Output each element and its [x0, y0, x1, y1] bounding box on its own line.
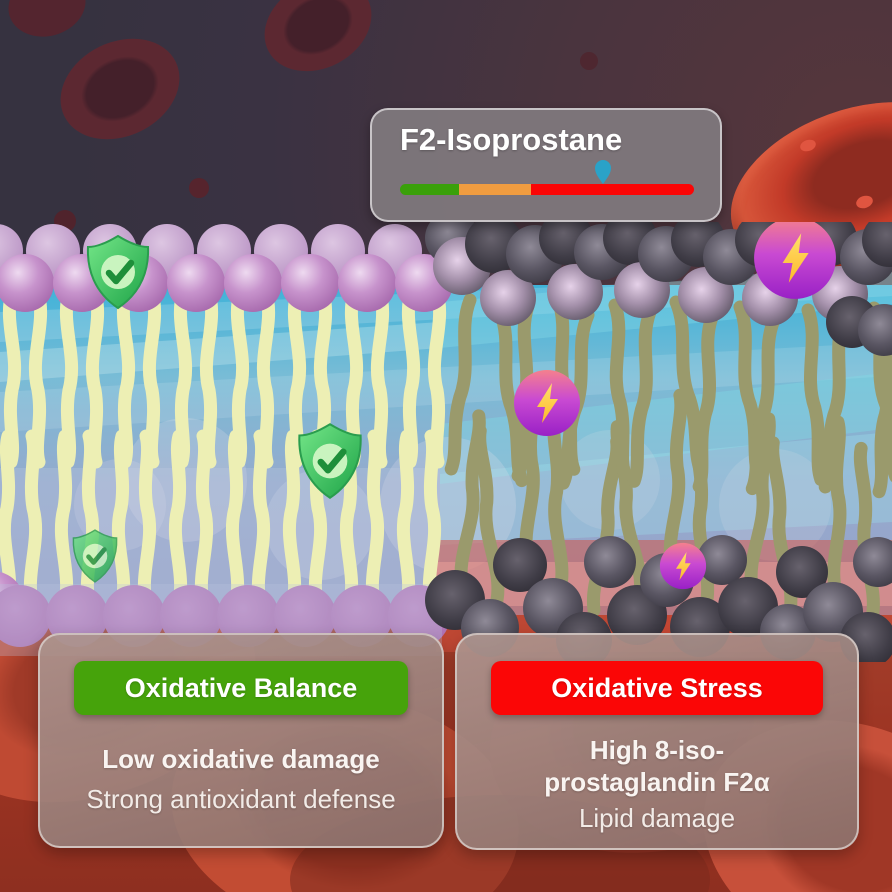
- oxidative-stress-card: Oxidative Stress High 8-iso-prostaglandi…: [455, 633, 859, 850]
- lightning-icon: [514, 370, 580, 436]
- balance-detail-secondary: Strong antioxidant defense: [86, 784, 396, 814]
- gauge-segment-high: [530, 184, 694, 195]
- oxidative-balance-card: Oxidative Balance Low oxidative damage S…: [38, 633, 444, 848]
- f2-isoprostane-card: F2-Isoprostane: [370, 108, 722, 222]
- healthy-lipid-heads-upper: [0, 224, 453, 312]
- stress-detail-primary: High 8-iso-prostaglandin F2α: [544, 735, 770, 797]
- lightning-icon: [659, 542, 707, 590]
- location-pin-icon: [594, 159, 612, 185]
- gauge-title: F2-Isoprostane: [400, 122, 623, 157]
- plasma-dot: [580, 52, 598, 70]
- plasma-dot: [189, 178, 209, 198]
- red-blood-cell-shadow: [248, 0, 388, 90]
- healthy-lipid-heads-lower: [0, 571, 450, 647]
- lipid-membrane-illustration: [0, 222, 892, 662]
- oxidative-stress-button[interactable]: Oxidative Stress: [491, 661, 823, 715]
- oxidative-balance-button[interactable]: Oxidative Balance: [74, 661, 408, 715]
- red-blood-cell-shadow: [1, 0, 93, 46]
- red-blood-cell-shadow: [43, 19, 197, 159]
- balance-detail-primary: Low oxidative damage: [102, 744, 380, 774]
- gauge-segment-medium: [458, 184, 531, 195]
- gauge-segment-low: [400, 184, 459, 195]
- stress-detail-secondary: Lipid damage: [578, 803, 736, 834]
- gauge-bar: [400, 160, 694, 195]
